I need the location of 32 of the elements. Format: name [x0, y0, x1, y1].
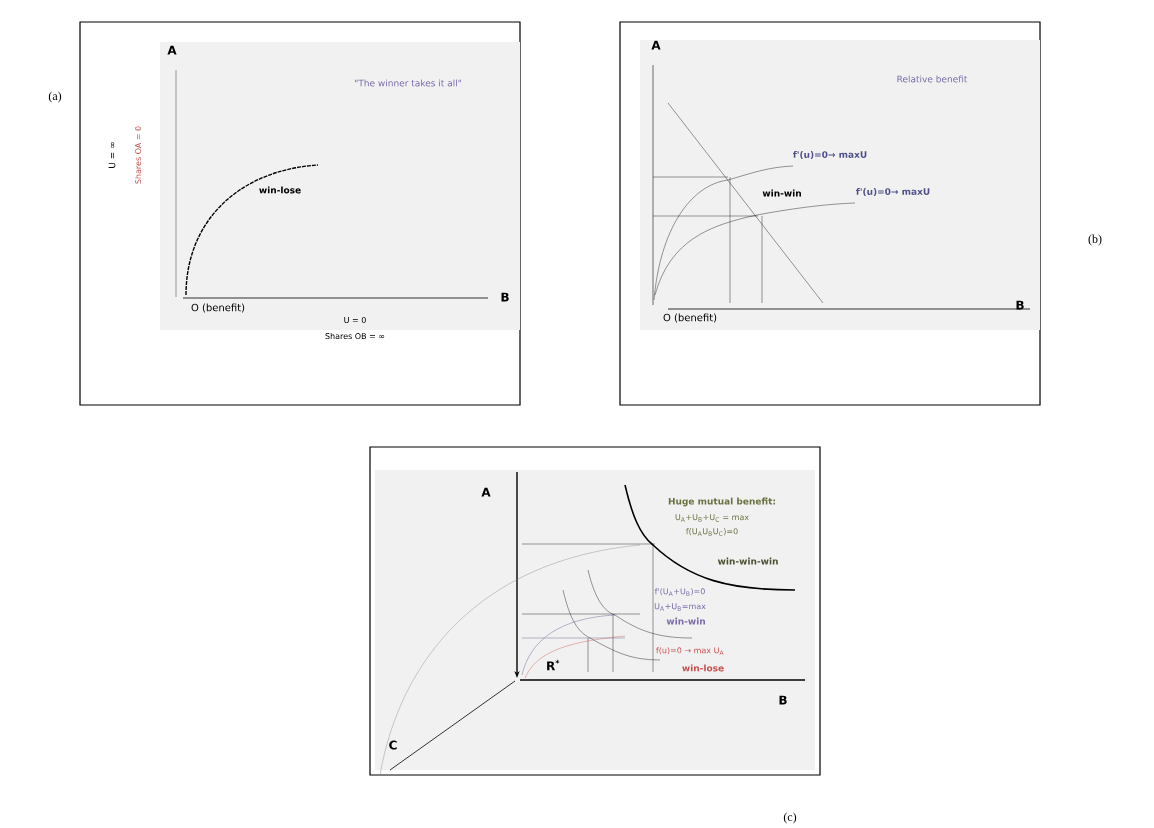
axis-label: B [1016, 300, 1024, 310]
panel-label: (a) [48, 91, 62, 103]
axis-label: U = ∞ [108, 142, 116, 168]
point-label: R$^{*}$ [547, 659, 560, 671]
axis-label: U = 0 [344, 316, 366, 324]
axis-label: Shares OA = 0 [134, 126, 142, 184]
annotation-text: f(u)=0 → max U$_{A}$ [656, 647, 724, 655]
curve-label: f'(u)=0→ maxU [793, 151, 867, 159]
curve-label: f'(u)=0→ maxU [856, 188, 930, 196]
axis-label: Shares OB = ∞ [325, 332, 385, 340]
panel-label: (c) [783, 812, 797, 824]
axis-label: B [501, 292, 509, 302]
axis-label: A [167, 45, 177, 55]
curve-label: win-lose [259, 186, 301, 194]
annotation-text: U$_{A}$+U$_{B}$=max [654, 603, 706, 611]
panel-label: (b) [1088, 234, 1102, 246]
annotation-text: f'(U$_{A}$+U$_{B}$)=0 [654, 588, 705, 596]
curve-label: win-win [762, 189, 801, 197]
origin-label: O (benefit) [663, 313, 717, 323]
curve-label: win-win-win [717, 557, 778, 565]
annotation-text: f(U$_{A}$U$_{B}$U$_{C}$)=0 [686, 528, 738, 536]
annotation-text: U$_{A}$+U$_{B}$+U$_{C}$ = max [675, 514, 749, 522]
origin-label: O (benefit) [191, 303, 245, 313]
chart-title: Relative benefit [897, 75, 968, 83]
axis-label: B [779, 695, 787, 705]
axis-label: A [481, 487, 491, 497]
chart-title: "The winner takes it all" [355, 79, 461, 87]
curve-label: win-win [666, 617, 705, 625]
axis-label: C [389, 740, 397, 750]
axis-label: A [651, 40, 661, 50]
curve-label: win-lose [682, 664, 724, 672]
annotation-text: Huge mutual benefit: [668, 497, 775, 507]
